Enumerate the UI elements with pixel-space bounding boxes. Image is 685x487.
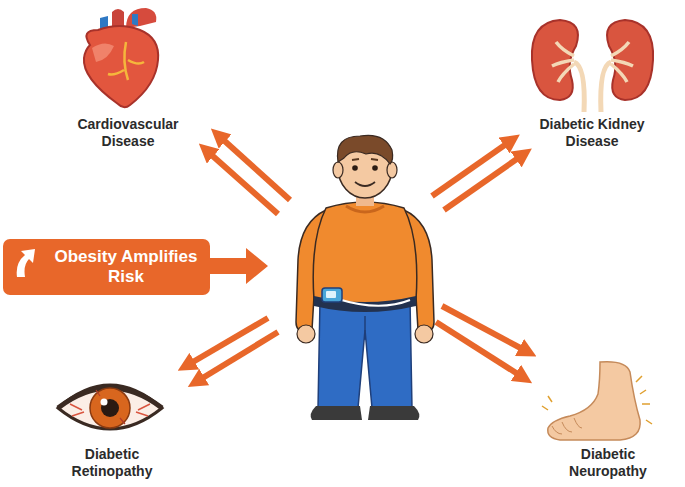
risk-box: Obesity Amplifies Risk bbox=[3, 239, 210, 295]
risk-text: Obesity Amplifies Risk bbox=[53, 247, 199, 287]
complication-label: Cardiovascular Disease bbox=[67, 116, 189, 150]
complication-label: Diabetic Retinopathy bbox=[60, 446, 164, 480]
eye-icon bbox=[58, 385, 162, 429]
person-figure bbox=[296, 135, 434, 420]
box-arrow bbox=[210, 248, 268, 284]
complication-label: Diabetic Neuropathy bbox=[556, 446, 660, 480]
kidney-icon bbox=[532, 20, 653, 112]
up-arrow-icon bbox=[3, 239, 47, 295]
heart-icon bbox=[84, 8, 158, 107]
foot-icon bbox=[542, 362, 652, 440]
complication-label: Diabetic Kidney Disease bbox=[528, 116, 656, 150]
